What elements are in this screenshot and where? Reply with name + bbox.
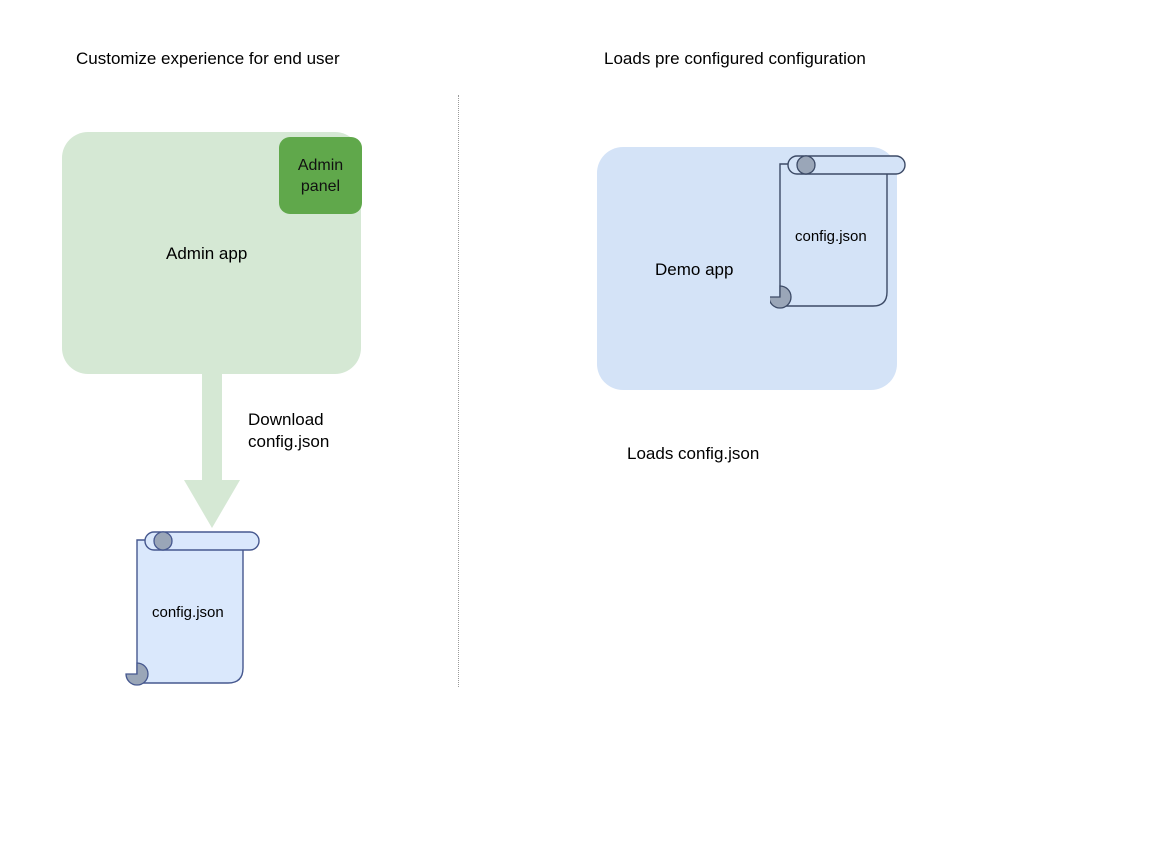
download-arrow-caption: Download config.json <box>248 409 329 453</box>
loads-config-caption: Loads config.json <box>627 444 760 463</box>
config-json-label-right: config.json <box>795 228 867 245</box>
column-divider <box>458 95 459 687</box>
admin-panel-box[interactable]: Admin panel <box>279 137 362 214</box>
config-json-document-right[interactable] <box>770 152 912 314</box>
download-caption-line1: Download <box>248 410 324 429</box>
left-column-title: Customize experience for end user <box>76 49 340 68</box>
config-json-document-left[interactable] <box>118 528 266 692</box>
config-json-label-left: config.json <box>152 604 224 621</box>
admin-panel-label: Admin panel <box>298 155 343 197</box>
demo-app-label: Demo app <box>655 260 734 279</box>
admin-panel-label-line2: panel <box>300 177 341 195</box>
download-arrow-icon <box>184 366 240 528</box>
admin-app-label: Admin app <box>166 244 248 263</box>
right-column-title: Loads pre configured configuration <box>604 49 866 68</box>
admin-panel-label-line1: Admin <box>297 156 344 174</box>
download-caption-line2: config.json <box>248 432 330 451</box>
